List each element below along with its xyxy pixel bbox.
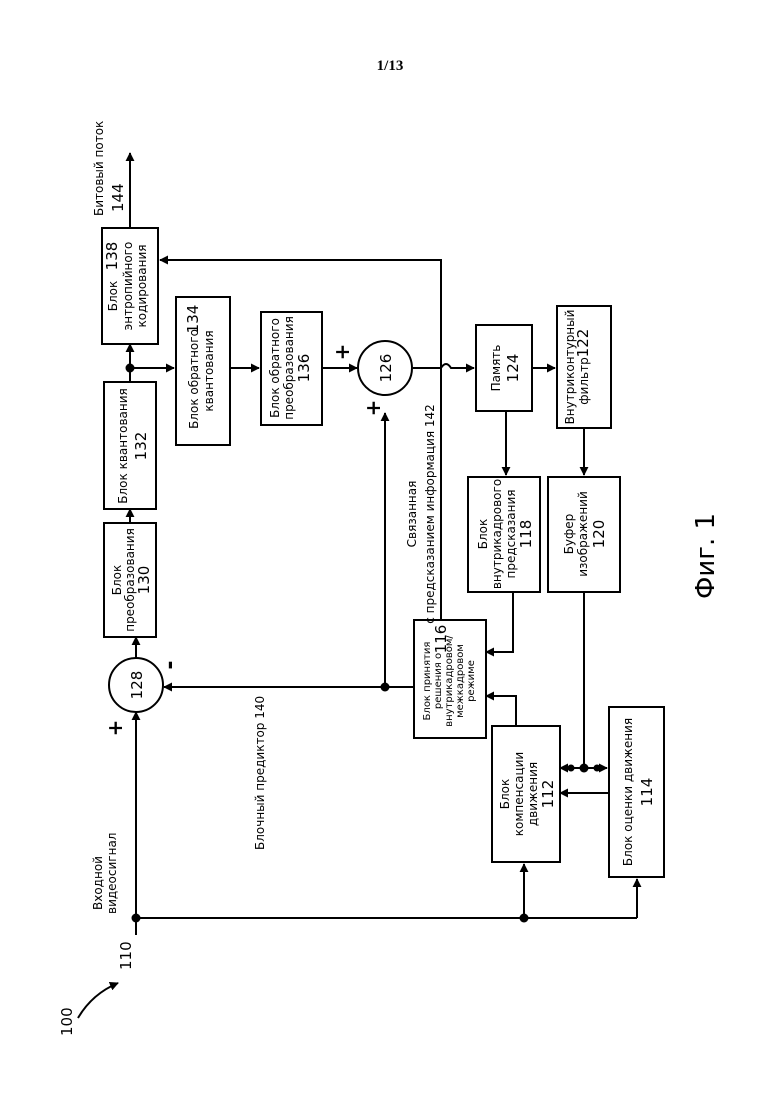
b124-number: 124	[504, 354, 522, 383]
b118-number: 118	[517, 520, 535, 549]
junction-buffer-right	[594, 765, 601, 772]
adder-126-plus-left: +	[361, 400, 385, 417]
b112-line3: движения	[526, 762, 540, 826]
b132-number: 132	[132, 432, 150, 461]
b120-line1: Буфер	[562, 514, 576, 555]
page-number: 1/13	[377, 58, 404, 74]
junction-buffer-left	[568, 765, 575, 772]
b136-line2: преобразования	[282, 316, 296, 420]
mc-to-b116-line	[486, 696, 516, 726]
transform-block-130: Блок преобразования 130	[104, 523, 156, 637]
b136-line1: Блок обратного	[268, 318, 282, 418]
b124-line1: Память	[489, 345, 503, 392]
related-info-line1: Связанная	[405, 481, 419, 548]
b122-line2: фильтр	[577, 357, 591, 404]
b130-number: 130	[135, 566, 153, 595]
bitstream-number: 144	[109, 183, 127, 212]
input-label: Входной видеосигнал	[91, 833, 119, 914]
inverse-transform-block-136: Блок обратного преобразования 136	[261, 312, 322, 425]
adder-126-plus-top: +	[330, 344, 354, 361]
input-label-line2: видеосигнал	[105, 833, 119, 914]
adder-128: 128 + -	[103, 658, 183, 736]
input-number: 110	[117, 941, 135, 970]
junction-predictor	[381, 683, 390, 692]
junction-buffer	[580, 764, 589, 773]
motion-estimation-block-114: Блок оценки движения 114	[609, 707, 664, 877]
adder-126: 126 + +	[330, 341, 412, 416]
b116-line5: режиме	[466, 660, 477, 702]
adder126-to-b124-line	[413, 364, 474, 368]
b116-line4: межкадровом	[455, 644, 466, 718]
related-info-label: Связанная с предсказанием информация 142	[405, 404, 437, 624]
b114-line1: Блок оценки движения	[621, 718, 635, 866]
b138-number: 138	[103, 242, 121, 271]
b138-line1: Блок	[106, 281, 120, 312]
block-predictor-label: Блочный предиктор 140	[253, 696, 267, 850]
inverse-quant-block-134: Блок обратного 134 квантования	[176, 297, 230, 445]
b136-number: 136	[295, 354, 313, 383]
entropy-block-138: Блок 138 энтропийного кодирования	[102, 228, 158, 344]
b118-line3: предсказания	[504, 490, 518, 579]
junction-input-mc	[520, 914, 529, 923]
b134-line1: Блок обратного	[187, 329, 201, 429]
mode-decision-block-116: Блок принятия решения о внутрикадровом/ …	[414, 620, 486, 738]
b118-to-b116-line	[486, 592, 513, 652]
memory-block-124: Память 124	[476, 325, 532, 411]
loop-filter-block-122: Внутриконтурный фильтр 122	[557, 306, 611, 428]
b122-line1: Внутриконтурный	[563, 310, 577, 425]
adder-128-plus: +	[103, 720, 127, 737]
b134-line2: квантования	[202, 330, 216, 411]
ref-100-label: 100	[58, 1007, 76, 1036]
b112-line2: компенсации	[512, 752, 526, 836]
b122-number: 122	[574, 329, 592, 358]
motion-compensation-block-112: Блок компенсации движения 112	[492, 726, 560, 862]
adder-126-number: 126	[377, 354, 395, 383]
junction-quant	[126, 364, 135, 373]
junction-input	[132, 914, 141, 923]
b112-number: 112	[539, 780, 557, 809]
b132-line1: Блок квантования	[116, 388, 130, 503]
b130-line1: Блок	[110, 565, 124, 596]
b112-line1: Блок	[498, 779, 512, 810]
b138-line2: энтропийного	[121, 242, 135, 331]
b118-line2: внутрикадрового	[490, 479, 504, 589]
ref-100-arrow	[78, 983, 118, 1018]
adder-128-number: 128	[128, 671, 146, 700]
b116-number: 116	[432, 625, 450, 654]
b138-line3: кодирования	[135, 245, 149, 328]
input-label-line1: Входной	[91, 856, 105, 910]
related-info-line2: с предсказанием информация 142	[423, 404, 437, 624]
b120-line2: изображений	[576, 491, 590, 577]
b114-number: 114	[638, 778, 656, 807]
b118-line1: Блок	[476, 519, 490, 550]
bitstream-label: Битовый поток	[92, 121, 106, 216]
b116-line2: решения о	[433, 653, 444, 709]
figure-label: Фиг. 1	[691, 513, 721, 599]
picture-buffer-block-120: Буфер изображений 120	[548, 477, 620, 592]
quantization-block-132: Блок квантования 132	[104, 382, 156, 509]
b134-number: 134	[184, 305, 202, 334]
b120-number: 120	[590, 520, 608, 549]
intra-prediction-block-118: Блок внутрикадрового предсказания 118	[468, 477, 540, 592]
adder-128-minus: -	[158, 660, 183, 669]
